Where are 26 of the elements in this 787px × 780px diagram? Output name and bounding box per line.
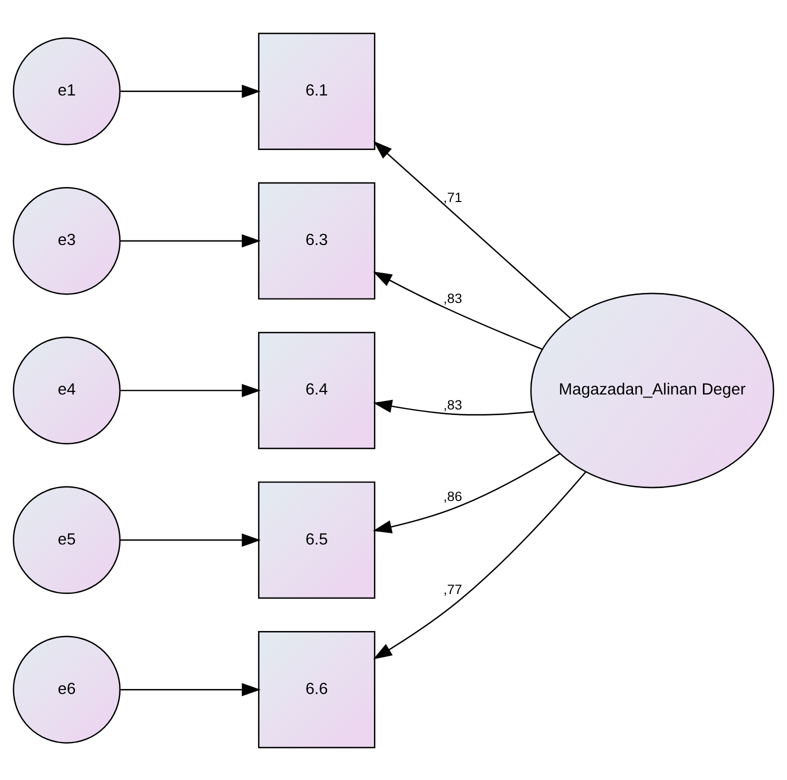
edge-label: ,77 (443, 581, 462, 596)
edge-label: ,71 (443, 189, 462, 204)
arrow (120, 682, 261, 696)
edge-label: ,86 (443, 488, 462, 504)
arrow (120, 532, 261, 546)
node-box: 6.5 (258, 480, 376, 598)
node-circle: e5 (12, 486, 121, 594)
node-ellipse: Magazadan_Alinan Deger (530, 292, 774, 488)
arrow (120, 234, 261, 248)
arrow (372, 452, 560, 533)
node-circle: e3 (12, 186, 121, 294)
arrow (373, 270, 543, 350)
node-box: 6.6 (258, 630, 376, 748)
arrow (373, 471, 586, 659)
node-box: 6.3 (258, 182, 376, 300)
node-box: 6.1 (258, 32, 376, 150)
arrow (120, 383, 261, 397)
edge-label: ,83 (443, 396, 462, 412)
arrow (373, 140, 572, 318)
node-circle: e1 (12, 36, 121, 145)
node-circle: e4 (12, 336, 121, 444)
node-box: 6.4 (258, 331, 376, 449)
arrow (120, 84, 261, 98)
node-circle: e6 (12, 635, 121, 744)
edge-label: ,83 (443, 290, 462, 306)
arrow (373, 399, 534, 415)
